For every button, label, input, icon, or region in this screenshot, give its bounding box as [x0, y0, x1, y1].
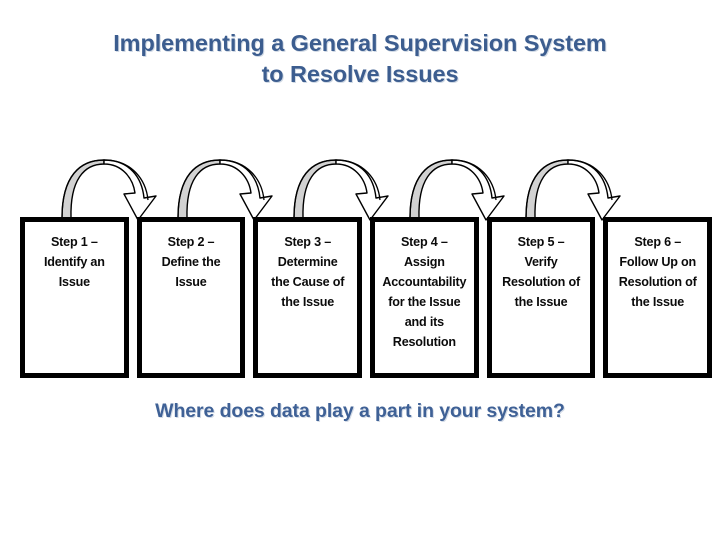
- arc-arrow-1-to-2: [61, 159, 157, 221]
- title-line-1: Implementing a General Supervision Syste…: [113, 30, 607, 56]
- process-steps-row: Step 1 – Identify an Issue Step 2 – Defi…: [20, 217, 713, 378]
- step-box-3[interactable]: Step 3 – Determine the Cause of the Issu…: [253, 217, 363, 378]
- step-box-1[interactable]: Step 1 – Identify an Issue: [20, 217, 129, 378]
- step-box-4[interactable]: Step 4 – Assign Accountability for the I…: [370, 217, 479, 378]
- step-box-5[interactable]: Step 5 – Verify Resolution of the Issue: [486, 217, 596, 378]
- step-5-label: Step 5 – Verify Resolution of the Issue: [502, 235, 580, 309]
- arc-arrow-3-to-4: [293, 159, 389, 221]
- step-1-label: Step 1 – Identify an Issue: [43, 235, 105, 289]
- step-2-label: Step 2 – Define the Issue: [161, 235, 221, 289]
- step-3-label: Step 3 – Determine the Cause of the Issu…: [271, 235, 345, 309]
- arc-arrow-2-to-3: [177, 159, 273, 221]
- step-box-2[interactable]: Step 2 – Define the Issue: [136, 217, 246, 378]
- arc-arrow-4-to-5: [409, 159, 505, 221]
- title-line-2: to Resolve Issues: [261, 61, 459, 87]
- process-connector-arrows: [0, 140, 720, 222]
- step-6-label: Step 6 – Follow Up on Resolution of the …: [618, 235, 697, 309]
- closing-question: Where does data play a part in your syst…: [155, 400, 565, 422]
- arc-arrow-5-to-6: [525, 159, 621, 221]
- step-4-label: Step 4 – Assign Accountability for the I…: [382, 235, 467, 349]
- step-box-6[interactable]: Step 6 – Follow Up on Resolution of the …: [603, 217, 713, 378]
- page-title: Implementing a General Supervision Syste…: [40, 28, 680, 90]
